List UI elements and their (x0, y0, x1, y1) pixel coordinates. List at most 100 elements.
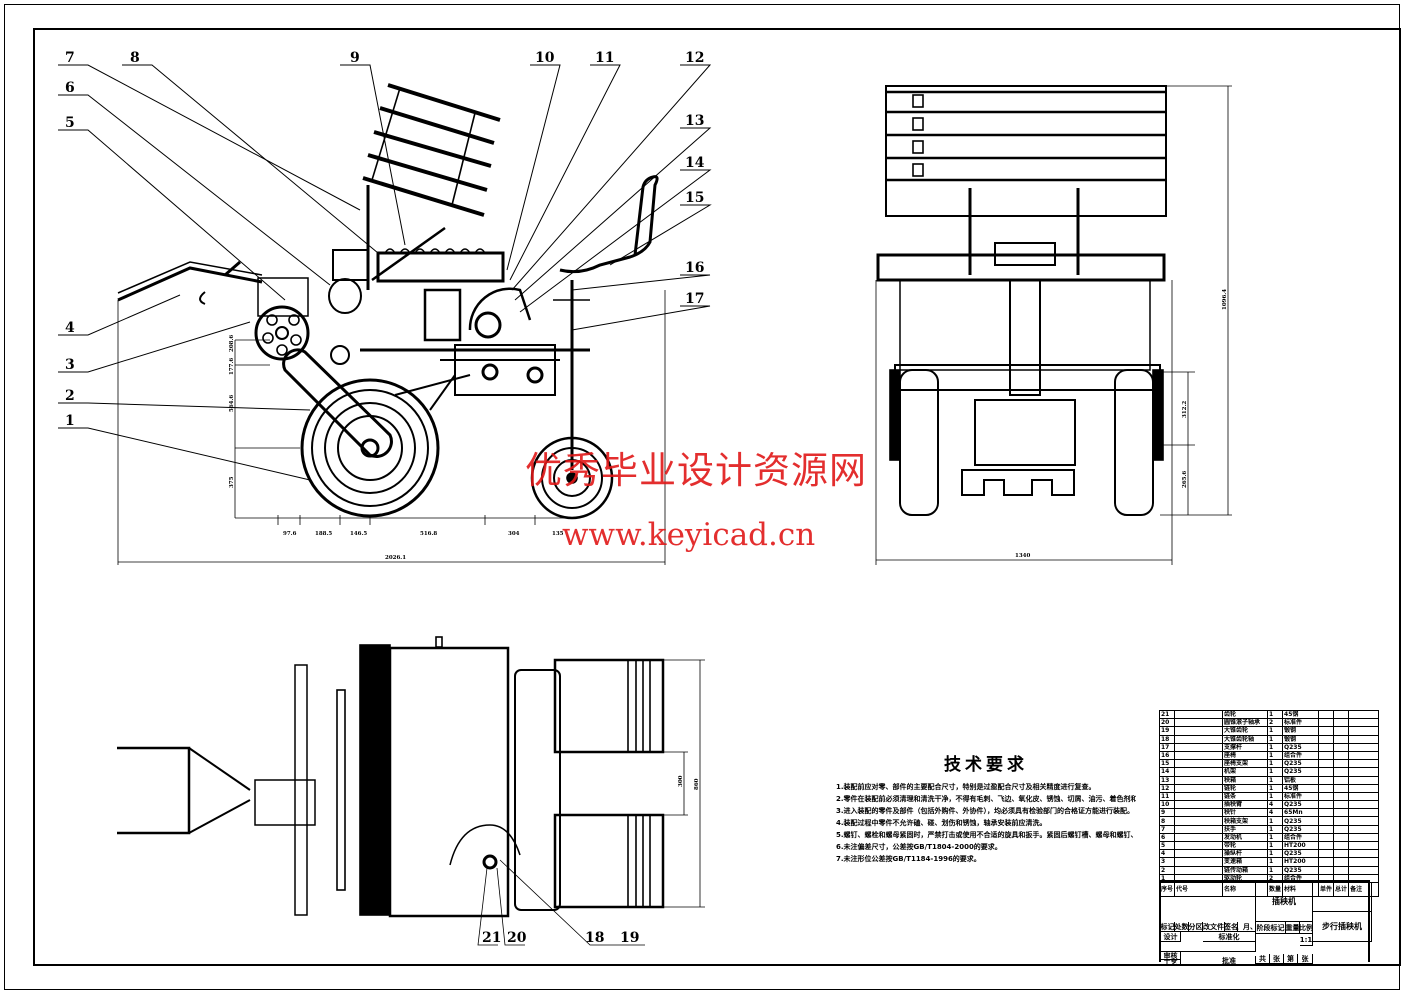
technical-requirements: 技术要求 1.装配前应对零、部件的主要配合尺寸，特别是过盈配合尺寸及相关精度进行… (836, 750, 1136, 865)
bom-cell-remarks (1348, 742, 1380, 752)
bom-cell-total-weight (1333, 849, 1350, 859)
pulley (254, 305, 310, 361)
bom-cell-qty: 1 (1267, 865, 1284, 875)
bom-cell-name: 齿轮 (1222, 709, 1269, 720)
bom-cell-remarks (1348, 759, 1380, 769)
dim-top-gap: 300 (678, 775, 684, 787)
bom-cell-qty: 2 (1267, 718, 1284, 728)
dim-vert-2: 177.6 (229, 358, 235, 375)
bom-cell-remarks (1348, 718, 1380, 728)
callout-16: 16 (685, 260, 704, 276)
bom-cell-qty: 1 (1267, 775, 1284, 785)
watermark-url: www.keyicad.cn (562, 517, 816, 553)
bom-cell-material: 45钢 (1282, 709, 1320, 720)
steering-handle (117, 266, 263, 302)
bom-cell-qty: 1 (1267, 791, 1284, 802)
bom-cell-code (1174, 767, 1224, 777)
callout-6: 6 (65, 80, 75, 96)
sheet-inner-frame (33, 28, 1401, 966)
bom-cell-remarks (1348, 800, 1380, 810)
label-review: 审核 (1161, 952, 1181, 960)
bom-cell-unit-weight (1318, 709, 1335, 720)
bom-cell-unit-weight (1318, 857, 1335, 867)
callout-2: 2 (65, 388, 75, 404)
label-approve: 批准 (1203, 956, 1256, 966)
bom-cell-remarks (1348, 816, 1380, 826)
bom-cell-code (1174, 709, 1224, 720)
bom-cell-material: 组合件 (1282, 832, 1320, 843)
bom-cell-code (1174, 734, 1224, 744)
dim-bottom-2: 188.5 (315, 531, 332, 537)
seedling-rack (362, 83, 501, 290)
dim-bottom-4: 516.8 (420, 531, 437, 537)
bom-cell-code (1174, 832, 1224, 843)
tech-line: 6.未注偏差尺寸，公差按GB/T1804-2000的要求。 (836, 843, 1002, 851)
bom-cell-code (1174, 865, 1224, 875)
bom-cell-remarks (1348, 840, 1380, 851)
callout-18: 18 (585, 930, 604, 946)
bom-cell-code (1174, 750, 1224, 761)
bom-cell-name: 大锥齿轮 (1222, 726, 1269, 736)
callout-4: 4 (65, 320, 75, 336)
bom-cell-name: 秧针 (1222, 808, 1269, 818)
bom-cell-total-weight (1333, 734, 1350, 744)
bom-cell-material: 铝板 (1282, 775, 1320, 785)
tech-line: 3.进入装配的零件及部件（包括外购件、外协件），均必须具有检验部门的合格证方能进… (836, 807, 1135, 815)
label-sign: 签名 (1225, 922, 1238, 932)
callout-14: 14 (685, 155, 705, 171)
label-mark: 标记 (1161, 922, 1175, 932)
bom-cell-no: 15 (1158, 759, 1176, 769)
bom-cell-total-weight (1333, 800, 1350, 810)
bom-cell-total-weight (1333, 742, 1350, 752)
callout-17: 17 (685, 291, 704, 307)
bom-cell-no: 2 (1158, 865, 1176, 875)
title-block: 插秧机 步行插秧机 标记 处数 分区 更改文件号 签名 年、月、日 设计 标准化… (1159, 880, 1372, 966)
bom-cell-qty: 1 (1267, 857, 1284, 867)
tech-line: 1.装配前应对零、部件的主要配合尺寸，特别是过盈配合尺寸及相关精度进行复查。 (836, 783, 1096, 791)
bom-cell-total-weight (1333, 726, 1350, 736)
bom-cell-code (1174, 849, 1224, 859)
bom-cell-name: 秧箱 (1222, 775, 1269, 785)
bom-cell-remarks (1348, 832, 1380, 843)
bom-cell-remarks (1348, 857, 1380, 867)
bom-cell-total-weight (1333, 865, 1350, 875)
bom-cell-qty: 1 (1267, 783, 1284, 793)
bom-cell-name: 圆锥滚子轴承 (1222, 718, 1269, 728)
label-scale: 比例 (1300, 922, 1313, 934)
bom-cell-remarks (1348, 791, 1380, 802)
bom-cell-no: 12 (1158, 783, 1176, 793)
bom-cell-remarks (1348, 775, 1380, 785)
callout-1: 1 (65, 413, 75, 429)
bom-cell-code (1174, 808, 1224, 818)
bom-cell-no: 3 (1158, 857, 1176, 867)
bom-cell-material: Q235 (1282, 800, 1320, 810)
bom-cell-qty: 4 (1267, 808, 1284, 818)
bom-cell-remarks (1348, 824, 1380, 834)
bom-cell-no: 16 (1158, 750, 1176, 761)
bom-cell-unit-weight (1318, 832, 1335, 843)
bom-cell-name: 带轮 (1222, 840, 1269, 851)
bom-cell-no: 6 (1158, 832, 1176, 843)
bom-cell-unit-weight (1318, 750, 1335, 761)
blank-row (1161, 942, 1256, 952)
label-change-doc: 更改文件号 (1203, 922, 1225, 932)
bom-cell-total-weight (1333, 824, 1350, 834)
bom-cell-material: 标准件 (1282, 791, 1320, 802)
tech-line: 4.装配过程中零件不允许磕、碰、划伤和锈蚀，轴承安装前应清洗。 (836, 819, 1047, 827)
bom-cell-qty: 1 (1267, 849, 1284, 859)
callout-5: 5 (65, 115, 75, 131)
engine (332, 249, 369, 281)
bom-cell-total-weight (1333, 808, 1350, 818)
bom-cell-unit-weight (1318, 718, 1335, 728)
bom-cell-qty: 1 (1267, 816, 1284, 826)
